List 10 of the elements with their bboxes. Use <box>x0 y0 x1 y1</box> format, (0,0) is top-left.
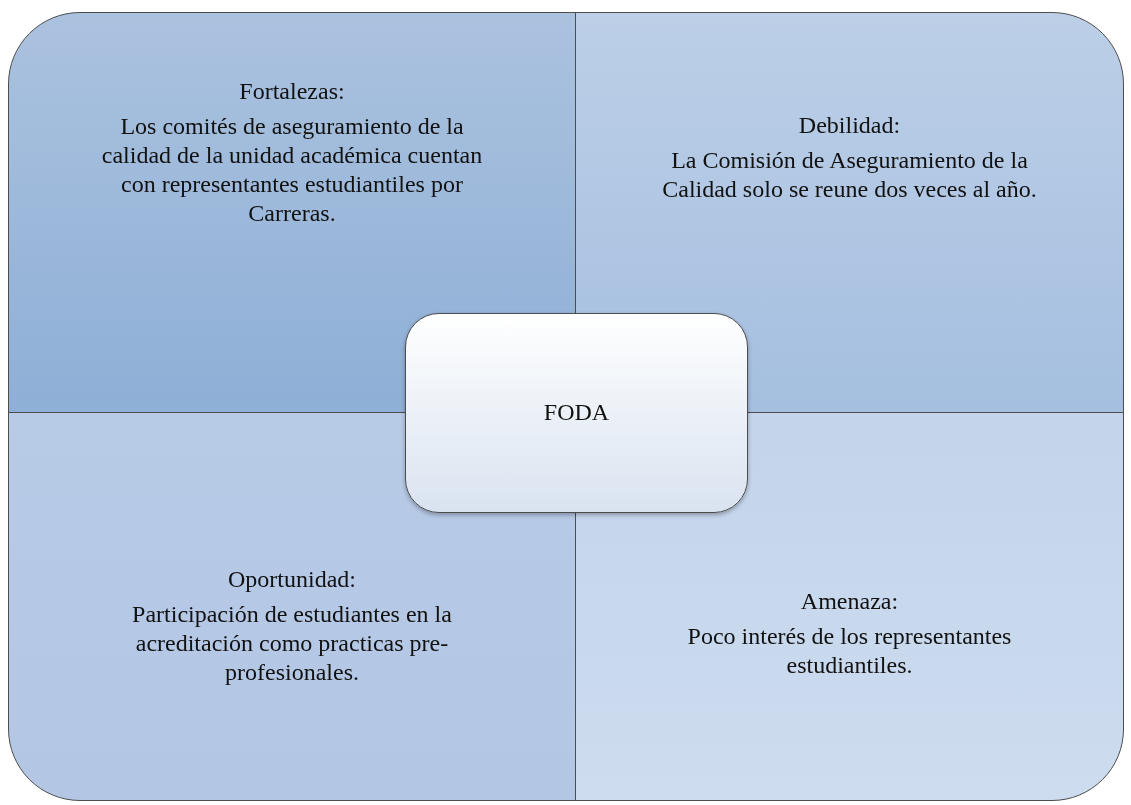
heading: Amenaza: <box>799 587 900 616</box>
body-text: Participación de estudiantes en la acreditación como practicas pre-profesionales. <box>131 600 453 687</box>
body-text: Poco interés de los representantes estudiantiles. <box>686 622 1013 680</box>
heading: Debilidad: <box>797 111 902 140</box>
title-label: FODA <box>542 398 611 427</box>
heading: Fortalezas: <box>238 77 346 106</box>
body-text: La Comisión de Aseguramiento de la Calidad solo se reune dos veces al año. <box>661 146 1038 204</box>
heading: Oportunidad: <box>227 565 357 594</box>
center-rounded-box <box>405 313 748 513</box>
body-text: Los comités de aseguramiento de la calidad de la unidad académica cuentan con representantes estudiantiles por Carreras. <box>100 112 484 228</box>
